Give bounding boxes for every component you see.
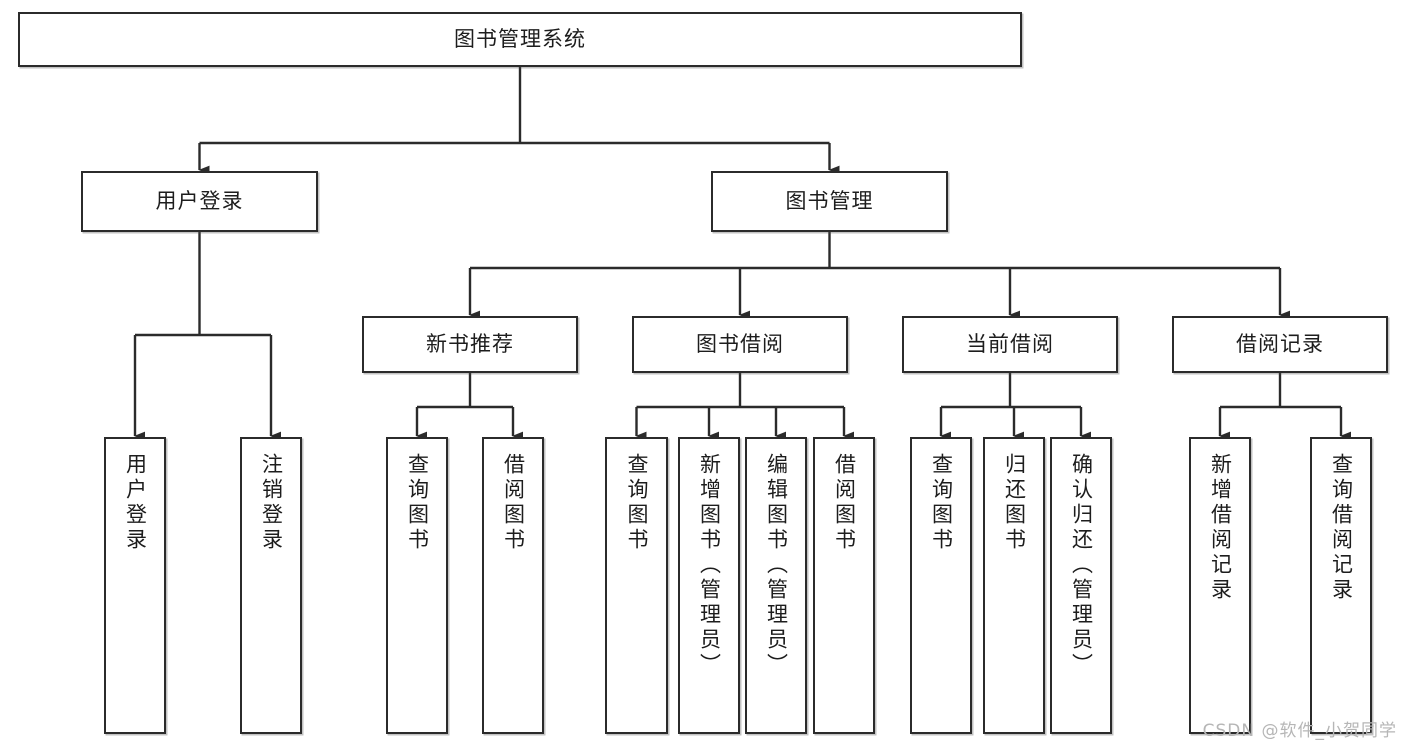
- node-book-manage[interactable]: 图书管理: [711, 171, 948, 232]
- node-label-current-borrow: 当前借阅: [966, 331, 1054, 356]
- node-leaf-cb-query[interactable]: 查询图书: [910, 437, 972, 734]
- node-label-leaf-rec-borrow: 借阅图书: [501, 453, 526, 553]
- node-leaf-rec-query[interactable]: 查询图书: [386, 437, 448, 734]
- node-borrow-record[interactable]: 借阅记录: [1172, 316, 1388, 373]
- node-leaf-bb-borrow[interactable]: 借阅图书: [813, 437, 875, 734]
- node-label-user-login: 用户登录: [155, 188, 244, 213]
- node-leaf-user-login[interactable]: 用户登录: [104, 437, 166, 734]
- node-leaf-cb-return[interactable]: 归还图书: [983, 437, 1045, 734]
- node-leaf-bb-add[interactable]: 新增图书（管理员）: [678, 437, 740, 734]
- node-label-leaf-bb-add: 新增图书（管理员）: [697, 453, 722, 678]
- node-label-borrow-record: 借阅记录: [1236, 331, 1324, 356]
- node-label-leaf-bb-borrow: 借阅图书: [832, 453, 857, 553]
- node-book-borrow[interactable]: 图书借阅: [632, 316, 848, 373]
- node-leaf-user-logout[interactable]: 注销登录: [240, 437, 302, 734]
- node-label-new-book-rec: 新书推荐: [426, 331, 514, 356]
- node-leaf-bb-edit[interactable]: 编辑图书（管理员）: [745, 437, 807, 734]
- node-leaf-br-query[interactable]: 查询借阅记录: [1310, 437, 1372, 734]
- node-label-leaf-br-add: 新增借阅记录: [1208, 453, 1233, 603]
- node-label-leaf-user-logout: 注销登录: [259, 453, 284, 553]
- node-current-borrow[interactable]: 当前借阅: [902, 316, 1118, 373]
- watermark-label: CSDN @软件_小贺同学: [1202, 721, 1397, 741]
- node-root[interactable]: 图书管理系统: [18, 12, 1022, 67]
- node-label-leaf-cb-confirm: 确认归还（管理员）: [1069, 453, 1094, 678]
- node-leaf-bb-query[interactable]: 查询图书: [605, 437, 668, 734]
- node-label-leaf-cb-return: 归还图书: [1002, 453, 1027, 553]
- node-label-root: 图书管理系统: [454, 26, 586, 51]
- node-label-book-borrow: 图书借阅: [696, 331, 784, 356]
- node-leaf-br-add[interactable]: 新增借阅记录: [1189, 437, 1251, 734]
- node-new-book-rec[interactable]: 新书推荐: [362, 316, 578, 373]
- node-user-login[interactable]: 用户登录: [81, 171, 318, 232]
- node-label-book-manage: 图书管理: [785, 188, 874, 213]
- node-label-leaf-user-login: 用户登录: [123, 453, 148, 553]
- node-label-leaf-br-query: 查询借阅记录: [1329, 453, 1354, 603]
- node-leaf-cb-confirm[interactable]: 确认归还（管理员）: [1050, 437, 1112, 734]
- node-label-leaf-bb-query: 查询图书: [625, 453, 649, 553]
- node-label-leaf-bb-edit: 编辑图书（管理员）: [764, 453, 789, 678]
- node-label-leaf-rec-query: 查询图书: [405, 453, 430, 553]
- node-label-leaf-cb-query: 查询图书: [929, 453, 954, 553]
- node-leaf-rec-borrow[interactable]: 借阅图书: [482, 437, 544, 734]
